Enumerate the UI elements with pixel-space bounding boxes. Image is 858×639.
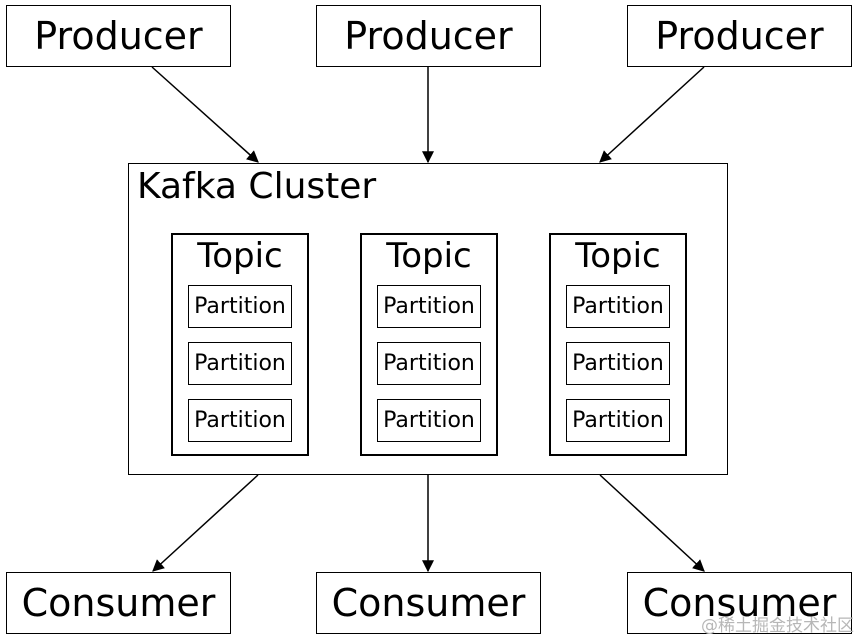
partition-box: Partition <box>188 285 292 328</box>
producer-box-2: Producer <box>316 5 541 67</box>
partition-box: Partition <box>377 342 481 385</box>
partition-box: Partition <box>188 342 292 385</box>
partition-box: Partition <box>566 342 670 385</box>
arrow-producer-3-to-cluster <box>599 66 705 163</box>
topic-box-2: Topic Partition Partition Partition <box>360 233 498 456</box>
partition-box: Partition <box>377 399 481 442</box>
topic-label: Topic <box>197 236 283 276</box>
topic-box-1: Topic Partition Partition Partition <box>171 233 309 456</box>
cluster-title: Kafka Cluster <box>137 166 377 207</box>
producer-box-3: Producer <box>627 5 852 67</box>
consumer-box-2: Consumer <box>316 572 541 634</box>
partition-box: Partition <box>566 285 670 328</box>
consumer-box-1: Consumer <box>6 572 231 634</box>
partition-box: Partition <box>188 399 292 442</box>
producer-box-1: Producer <box>6 5 231 67</box>
topic-box-3: Topic Partition Partition Partition <box>549 233 687 456</box>
topic-label: Topic <box>386 236 472 276</box>
arrow-cluster-to-consumer-3 <box>599 474 705 572</box>
consumer-box-3: Consumer <box>627 572 852 634</box>
kafka-cluster: Kafka Cluster Topic Partition Partition … <box>128 163 728 475</box>
arrow-producer-1-to-cluster <box>151 66 259 163</box>
arrow-cluster-to-consumer-1 <box>152 474 259 572</box>
topic-label: Topic <box>575 236 661 276</box>
partition-box: Partition <box>377 285 481 328</box>
watermark-text: @稀土掘金技术社区 <box>701 616 854 636</box>
partition-box: Partition <box>566 399 670 442</box>
